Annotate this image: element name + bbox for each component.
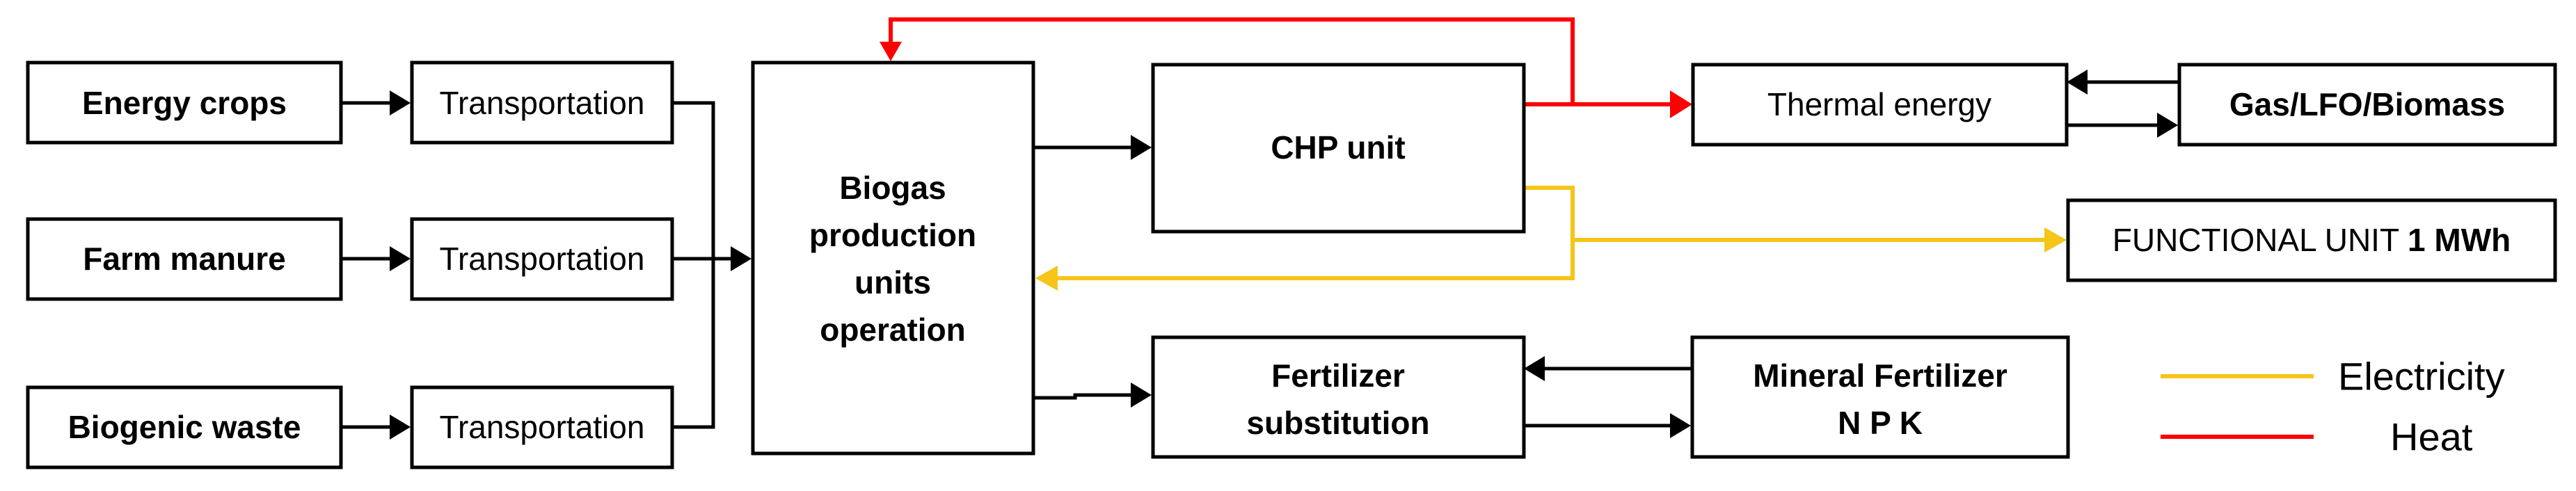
- electricity-arrowhead: [1035, 266, 1058, 291]
- arrowhead: [390, 90, 411, 115]
- functional-unit-value: 1 MWh: [2408, 222, 2511, 258]
- mineral-label-line: N P K: [1838, 405, 1923, 441]
- mineral-fertilizer-box: Mineral Fertilizer N P K: [1690, 335, 2070, 459]
- transport-label: Transportation: [440, 241, 645, 277]
- biogas-label-line: units: [854, 264, 931, 300]
- input-label: Energy crops: [82, 85, 287, 121]
- functional-unit-prefix: FUNCTIONAL UNIT: [2113, 222, 2408, 258]
- legend-electricity-label: Electricity: [2338, 355, 2505, 399]
- arrowhead: [2157, 113, 2178, 138]
- input-label: Farm manure: [83, 241, 285, 277]
- transport-box-1: Transportation: [410, 61, 674, 145]
- chp-label: CHP unit: [1271, 129, 1405, 166]
- thermal-energy-box: Thermal energy: [1691, 63, 2069, 147]
- transport-box-2: Transportation: [410, 217, 674, 301]
- transport-merge-line: [672, 101, 715, 429]
- fertilizer-label-line: substitution: [1246, 405, 1429, 441]
- arrowhead: [2067, 70, 2088, 95]
- transport-label: Transportation: [440, 409, 645, 445]
- gas-lfo-biomass-box: Gas/LFO/Biomass: [2177, 63, 2557, 147]
- input-box-biogenic-waste: Biogenic waste: [26, 385, 343, 469]
- transport-box-3: Transportation: [410, 385, 674, 469]
- arrowhead: [1131, 135, 1152, 160]
- transport-label: Transportation: [440, 85, 645, 121]
- fertilizer-label-line: Fertilizer: [1271, 357, 1405, 394]
- arrowhead: [731, 246, 752, 271]
- biogas-label-line: production: [809, 217, 976, 253]
- heat-arrowhead: [1670, 90, 1692, 118]
- input-label: Biogenic waste: [68, 409, 301, 445]
- mineral-label-line: Mineral Fertilizer: [1753, 357, 2007, 394]
- arrowhead: [1131, 383, 1152, 408]
- legend: Electricity Heat: [2161, 355, 2505, 459]
- electricity-arrowhead: [2044, 227, 2067, 252]
- heat-feedback-line: [889, 17, 1575, 106]
- thermal-label: Thermal energy: [1767, 86, 1991, 122]
- arrowhead: [1524, 356, 1545, 381]
- arrowhead: [1670, 413, 1691, 438]
- input-box-farm-manure: Farm manure: [26, 217, 343, 301]
- functional-unit-text: FUNCTIONAL UNIT 1 MWh: [2113, 222, 2511, 258]
- biogas-label-line: Biogas: [839, 170, 946, 206]
- functional-unit-box: FUNCTIONAL UNIT 1 MWh: [2066, 198, 2557, 282]
- arrowhead: [390, 414, 411, 440]
- biogas-label-line: operation: [820, 312, 966, 348]
- fertilizer-substitution-box: Fertilizer substitution: [1151, 335, 1526, 459]
- arrow-biogas-to-fertilizer: [1033, 393, 1131, 400]
- legend-heat-label: Heat: [2390, 415, 2473, 459]
- biogas-production-box: Biogas production units operation: [751, 61, 1035, 456]
- input-box-energy-crops: Energy crops: [26, 61, 343, 145]
- arrowhead: [390, 246, 411, 271]
- heat-arrowhead: [880, 42, 902, 61]
- electricity-feedback-line: [1058, 186, 1575, 280]
- gas-label: Gas/LFO/Biomass: [2229, 86, 2505, 122]
- chp-unit-box: CHP unit: [1151, 63, 1526, 234]
